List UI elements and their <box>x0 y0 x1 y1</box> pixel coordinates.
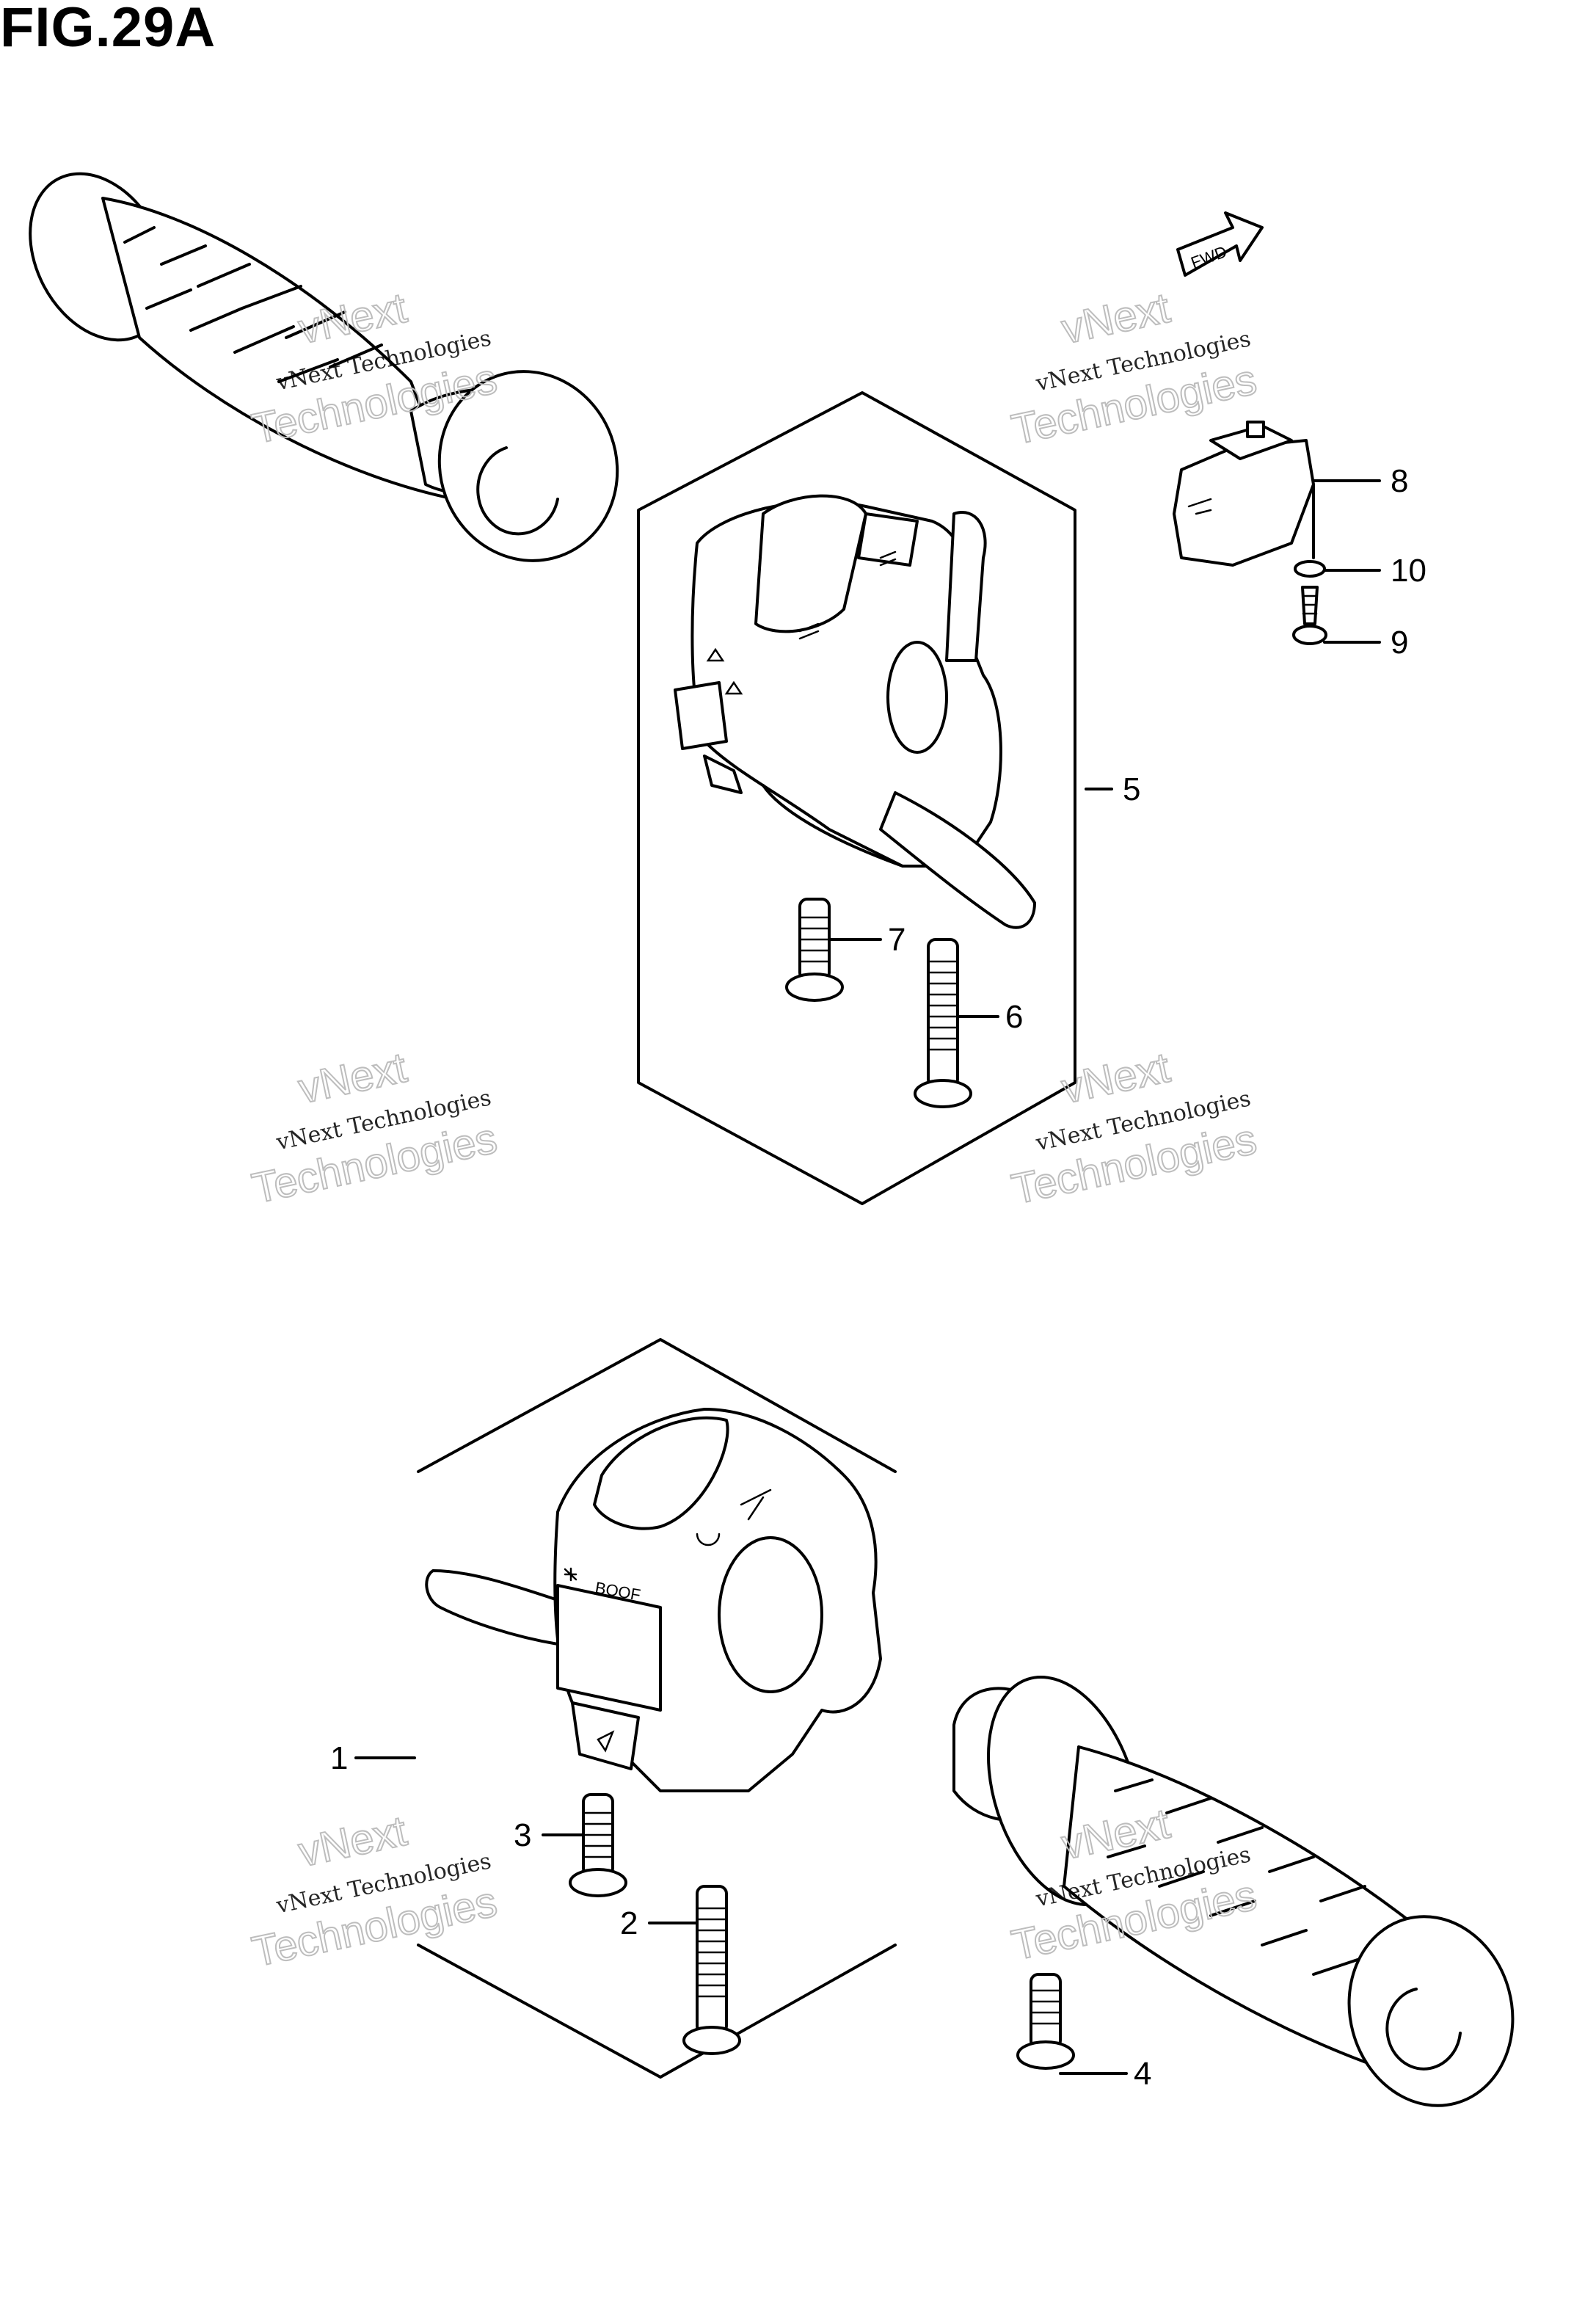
callout-7: 7 <box>888 922 906 958</box>
watermark-3: vNext vNext Technologies Technologies <box>247 1043 502 1213</box>
screw-6 <box>914 938 972 1108</box>
group-outline-upper <box>637 391 1076 1205</box>
callout-leaders <box>354 479 1381 2075</box>
screw-4 <box>1016 1973 1075 2070</box>
callout-1: 1 <box>330 1740 348 1776</box>
callout-5: 5 <box>1123 771 1140 807</box>
washer-10 <box>1294 560 1326 578</box>
callout-2: 2 <box>620 1905 638 1941</box>
left-handlebar-switch: BOOF <box>425 1408 882 1792</box>
screw-7 <box>785 898 844 1002</box>
watermark-top: vNext <box>294 1044 411 1113</box>
group-outline-lower <box>417 1338 897 2079</box>
watermark-top: vNext <box>294 284 411 353</box>
watermark-4: vNext vNext Technologies Technologies <box>1007 1043 1261 1215</box>
right-handlebar-switch <box>674 494 1036 929</box>
grip-right-bottom <box>952 1676 1515 2107</box>
screw-9 <box>1292 586 1327 645</box>
switch-module-8 <box>1173 421 1315 567</box>
screw-3 <box>569 1793 627 1897</box>
callout-4: 4 <box>1134 2056 1151 2092</box>
figure-title: FIG.29A <box>0 0 216 59</box>
screw-2 <box>682 1885 741 2055</box>
watermark-5: vNext vNext Technologies Technologies <box>247 1806 502 1977</box>
watermark-top: vNext <box>294 1807 411 1876</box>
watermark-top: vNext <box>1057 284 1174 353</box>
callout-6: 6 <box>1005 999 1023 1035</box>
fwd-arrow-icon: FWD <box>1176 211 1264 277</box>
callout-8: 8 <box>1391 463 1408 499</box>
callout-9: 9 <box>1391 625 1408 661</box>
watermark-2: vNext vNext Technologies Technologies <box>1007 283 1261 455</box>
callout-10: 10 <box>1391 553 1426 589</box>
grip-left-top <box>29 172 619 562</box>
callout-3: 3 <box>514 1817 531 1853</box>
